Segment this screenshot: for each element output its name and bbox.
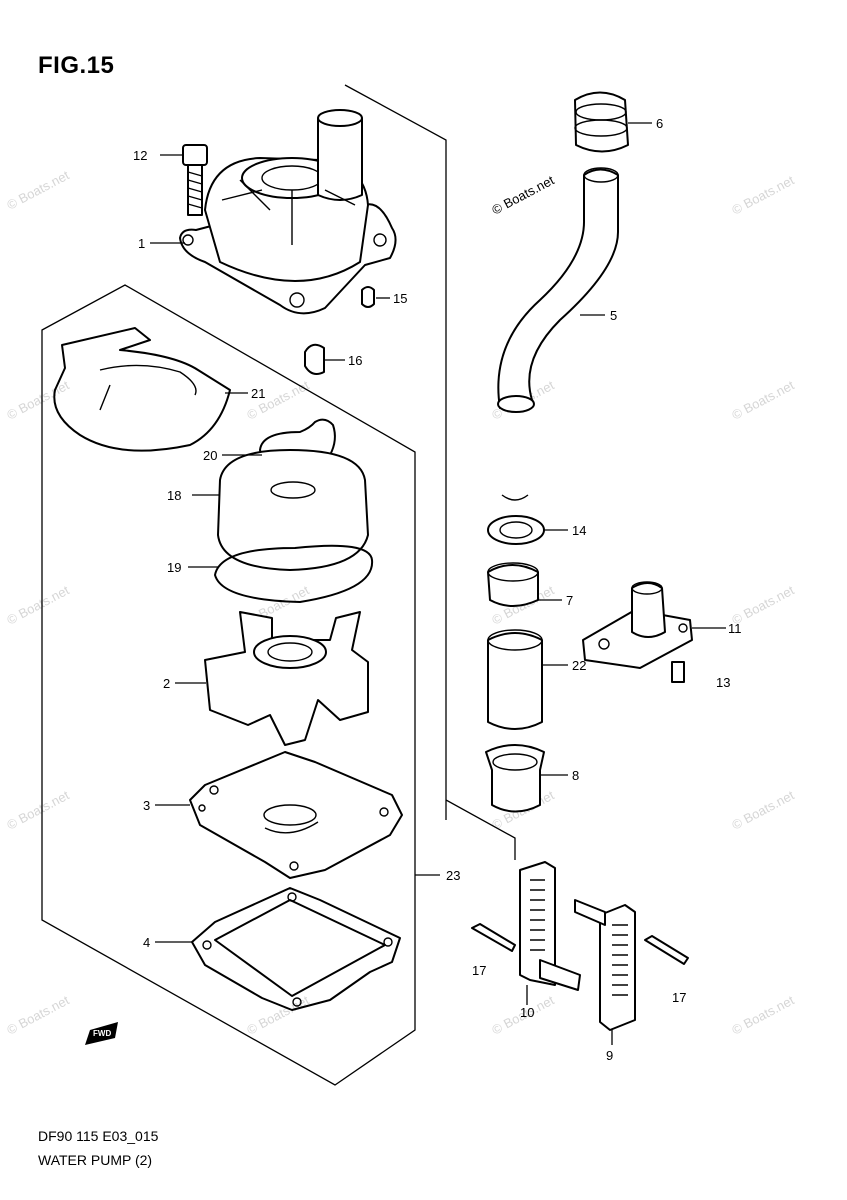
callout-2: 2 <box>163 676 170 691</box>
key-16 <box>304 343 325 375</box>
callout-8: 8 <box>572 768 579 783</box>
watermark-text: © Boats.net <box>4 377 72 422</box>
dowel-pin-15 <box>361 286 375 308</box>
grommet-6 <box>574 91 629 153</box>
watermark-text: © Boats.net <box>489 172 557 217</box>
callout-15: 15 <box>393 291 407 306</box>
callout-16: 16 <box>348 353 362 368</box>
screw-17-right <box>644 935 689 965</box>
svg-text:FWD: FWD <box>93 1029 111 1038</box>
water-outlet-11 <box>582 581 693 669</box>
callout-1: 1 <box>138 236 145 251</box>
watermark-text: © Boats.net <box>729 992 797 1037</box>
o-ring-19 <box>214 544 374 603</box>
callout-9: 9 <box>606 1048 613 1063</box>
watermark-text: © Boats.net <box>4 167 72 212</box>
callout-10: 10 <box>520 1005 534 1020</box>
watermark-text: © Boats.net <box>4 582 72 627</box>
watermark-text: © Boats.net <box>729 377 797 422</box>
callout-6: 6 <box>656 116 663 131</box>
pump-case-1 <box>179 109 397 315</box>
bolt-12 <box>182 144 208 216</box>
callout-11: 11 <box>728 621 742 636</box>
fwd-arrow-icon: FWD <box>85 1022 118 1045</box>
callout-23: 23 <box>446 868 460 883</box>
callout-5: 5 <box>610 308 617 323</box>
liner-21 <box>53 327 231 452</box>
callout-12: 12 <box>133 148 147 163</box>
callout-14: 14 <box>572 523 586 538</box>
bushing-7 <box>487 562 539 607</box>
callout-22: 22 <box>572 658 586 673</box>
callout-3: 3 <box>143 798 150 813</box>
screw-17-left <box>471 923 516 952</box>
callout-20: 20 <box>203 448 217 463</box>
watermark-text: © Boats.net <box>729 787 797 832</box>
gasket-4 <box>191 887 401 1011</box>
callout-17-right: 17 <box>672 990 686 1005</box>
figure-code: DF90 115 E03_015 <box>38 1128 159 1144</box>
callout-13: 13 <box>716 675 730 690</box>
tube-22 <box>487 629 543 730</box>
screw-13 <box>671 661 685 683</box>
kit-upper-outline <box>344 84 516 860</box>
callout-labels: 12 1 15 16 21 20 18 19 2 3 4 23 6 5 14 7… <box>133 116 742 1063</box>
centerline-arc <box>501 494 529 501</box>
callout-19: 19 <box>167 560 181 575</box>
leader-lines <box>150 122 726 1045</box>
seal-14 <box>487 515 545 545</box>
bushing-8 <box>485 744 545 813</box>
callout-17-left: 17 <box>472 963 486 978</box>
figure-title: FIG.15 <box>38 52 115 79</box>
figure-subtitle: WATER PUMP (2) <box>38 1152 153 1168</box>
plate-3 <box>189 751 403 879</box>
impeller-2 <box>204 611 369 746</box>
kit-23-outline <box>41 284 416 1086</box>
insert-18 <box>217 449 369 571</box>
callout-18: 18 <box>167 488 181 503</box>
watermark-text: © Boats.net <box>4 787 72 832</box>
watermark-text: © Boats.net <box>244 992 312 1037</box>
callout-4: 4 <box>143 935 150 950</box>
callout-7: 7 <box>566 593 573 608</box>
watermark-text: © Boats.net <box>4 992 72 1037</box>
water-tube-5 <box>497 167 619 413</box>
callout-21: 21 <box>251 386 265 401</box>
bracket-9 <box>574 899 636 1031</box>
bracket-10 <box>519 861 581 991</box>
watermark-text: © Boats.net <box>729 172 797 217</box>
